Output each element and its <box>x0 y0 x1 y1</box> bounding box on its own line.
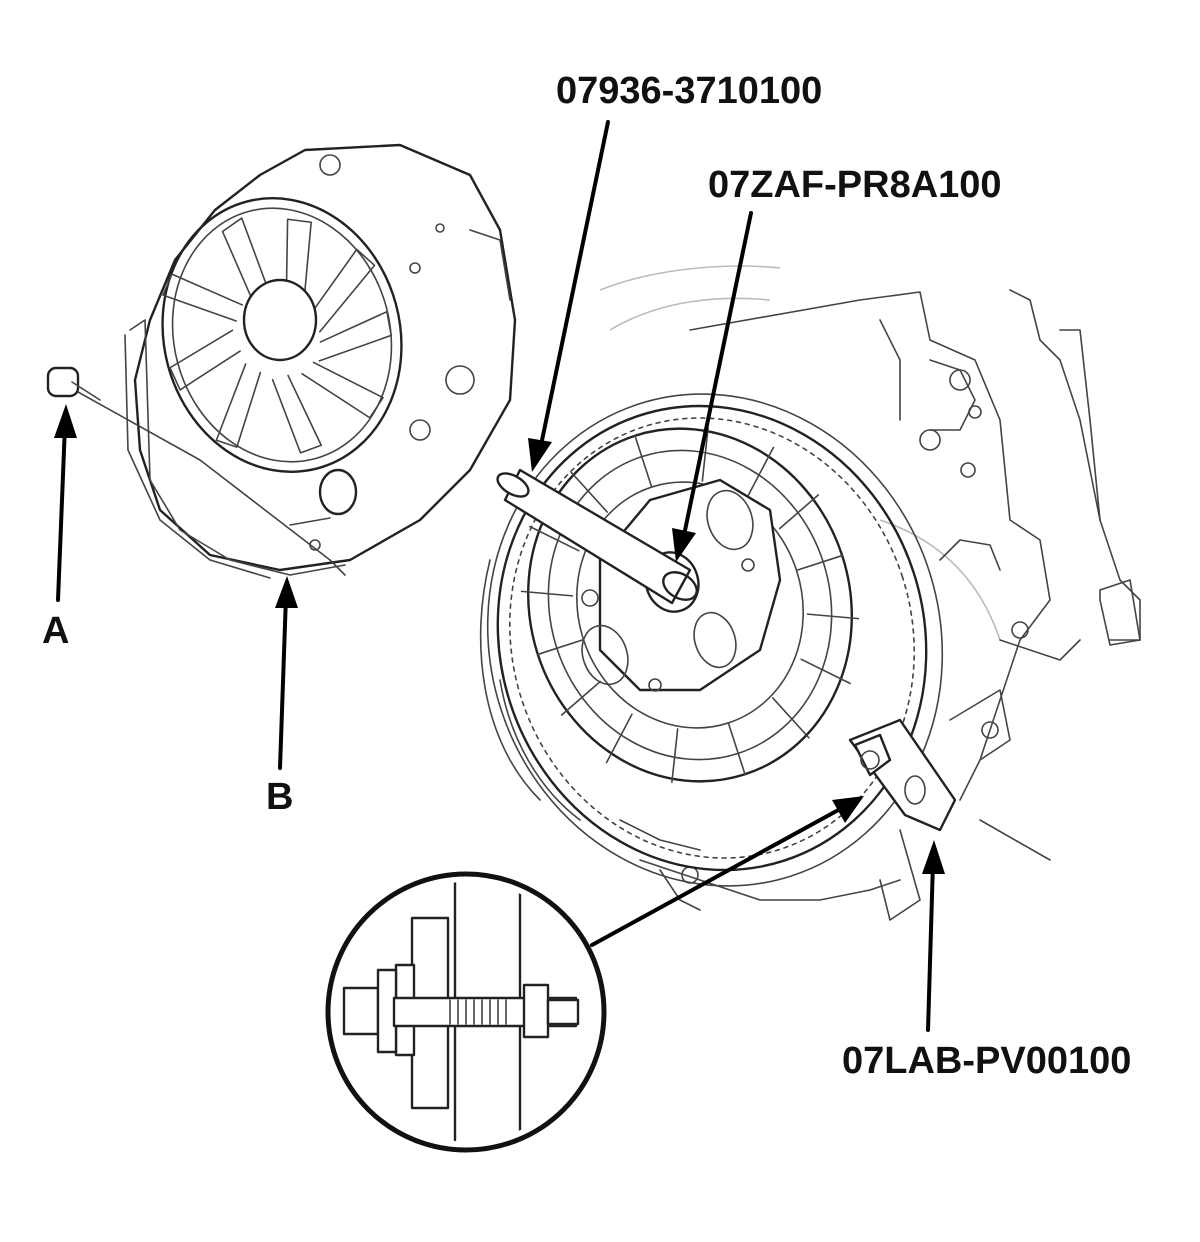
clutch-disc <box>520 426 860 784</box>
callout-clutch-alignment-tool: 07ZAF-PR8A100 <box>708 164 1002 206</box>
alignment-shaft <box>496 468 698 605</box>
callout-alignment-shaft: 07936-3710100 <box>556 70 823 112</box>
flywheel <box>479 393 944 887</box>
pressure-plate <box>46 143 517 579</box>
callout-ring-gear-holder: 07LAB-PV00100 <box>842 1040 1132 1082</box>
engine-block <box>599 265 1141 921</box>
ring-gear-holder <box>848 718 957 832</box>
callout-point-b: B <box>266 776 294 818</box>
callout-point-a: A <box>42 610 70 652</box>
arrow-icon <box>54 120 945 1032</box>
magnifier-circle-icon <box>325 871 607 1153</box>
